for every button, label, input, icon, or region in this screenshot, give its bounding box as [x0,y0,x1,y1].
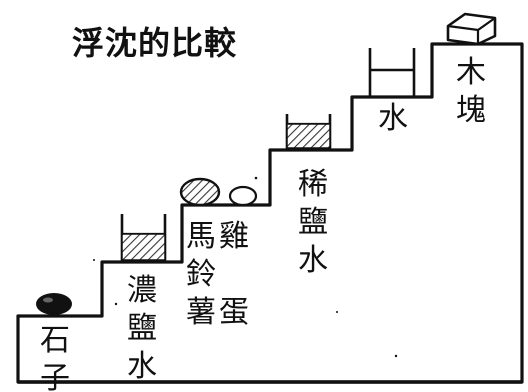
step-4-label-char-1: 稀 [298,167,328,202]
step-1-label-char-1: 石 [40,323,70,358]
scan-speck [336,311,338,313]
step-3-label-a-char-3: 薯 [186,295,216,330]
beaker-dilute-salt-water-icon [285,114,332,150]
step-3-label-a-char-1: 馬 [186,219,216,254]
step-1-label-char-2: 子 [40,361,70,392]
scan-speck [114,302,118,306]
step-6-label-char-1: 木 [456,55,486,90]
step-4-label-char-2: 鹽 [298,205,328,240]
step-5-label-char-1: 水 [378,101,408,136]
scan-speck [394,354,398,358]
step-3-label-b-char-1: 雞 [219,219,249,254]
step-2-label-char-2: 鹽 [127,311,157,346]
step-6-label-char-2: 塊 [456,93,486,128]
potato-icon [179,177,221,207]
staircase-outline [16,42,524,384]
egg-icon [228,185,258,207]
step-4-label-char-3: 水 [298,243,328,278]
wooden-block-icon [446,12,497,46]
diagram-title: 浮沈的比較 [72,24,237,62]
step-2-label-char-3: 水 [127,349,157,384]
stone-highlight [43,297,53,303]
scan-speck [254,176,258,180]
step-3-label-a-char-2: 鈴 [186,257,216,292]
beaker-concentrated-salt-water-icon [120,214,167,262]
beaker-water-icon [368,48,416,97]
step-2-label-char-1: 濃 [127,273,157,308]
scan-speck [93,259,95,261]
step-3-label-b-char-2: 蛋 [219,295,249,330]
stone-icon [36,293,72,315]
